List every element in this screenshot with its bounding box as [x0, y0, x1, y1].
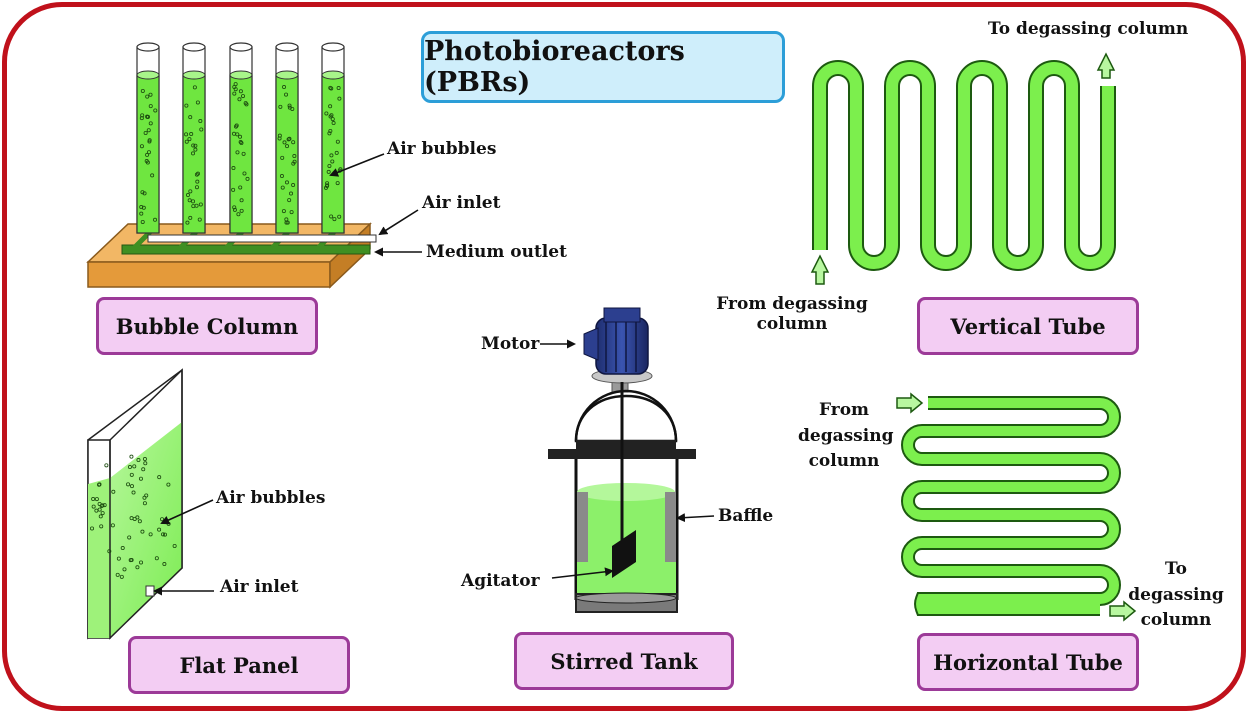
- vt-from-line1: From degassing: [716, 294, 868, 314]
- horizontal-tube-illustration: [896, 392, 1137, 622]
- flat-panel-side-culture: [88, 478, 110, 638]
- stirred-tank-illustration: [548, 307, 696, 613]
- ht-from-line2: degassing: [798, 425, 894, 446]
- medium-outlet-pipe: [121, 244, 371, 255]
- horizontal-tube: [903, 398, 1119, 614]
- arrow-air-bubbles-fp: [160, 499, 214, 525]
- vt-to-degassing-label: To degassing column: [988, 19, 1189, 39]
- bubble-column-tube: [275, 42, 299, 234]
- flat-panel-front: [109, 368, 183, 640]
- bubble-column-tube: [321, 42, 345, 234]
- bubble-column-base-front: [87, 261, 331, 288]
- fp-air-bubbles-label: Air bubbles: [216, 488, 326, 508]
- bubble-column-tube: [182, 42, 206, 234]
- tank-dome: [574, 394, 678, 442]
- horizontal-out-arrow: [1109, 600, 1137, 622]
- page-title: Photobioreactors (PBRs): [421, 31, 785, 103]
- motor-label: Motor: [481, 334, 540, 354]
- ht-from-degassing-label: From degassing column: [798, 398, 894, 475]
- bc-air-inlet-label: Air inlet: [422, 193, 501, 213]
- baffle-left: [577, 492, 588, 562]
- fp-air-inlet-label: Air inlet: [220, 577, 299, 597]
- horizontal-tube-label: Horizontal Tube: [917, 633, 1139, 691]
- vt-from-degassing-label: From degassing column: [712, 294, 872, 335]
- arrow-agitator: [551, 567, 614, 579]
- flat-panel-air-inlet: [145, 585, 155, 597]
- ht-to-line3: column: [1140, 610, 1212, 630]
- vertical-in-arrow: [810, 254, 830, 285]
- vertical-tube-label: Vertical Tube: [917, 297, 1139, 355]
- bubble-column-tube: [229, 42, 253, 234]
- bc-air-bubbles-label: Air bubbles: [387, 139, 497, 159]
- vertical-tube-illustration: [810, 52, 1116, 285]
- stirred-tank-label: Stirred Tank: [514, 632, 734, 690]
- agitator-blade: [612, 530, 636, 578]
- bubble-column-tube: [136, 42, 160, 234]
- baffle-right: [665, 492, 676, 562]
- motor-icon: [583, 307, 653, 393]
- ht-to-degassing-label: To degassing column: [1128, 557, 1224, 634]
- bc-medium-outlet-label: Medium outlet: [426, 242, 567, 262]
- vertical-tube: [814, 62, 1114, 269]
- agitator-label: Agitator: [461, 571, 540, 591]
- bubble-column-illustration: [86, 42, 377, 289]
- flat-panel-illustration: [87, 368, 183, 640]
- air-inlet-pipe: [147, 234, 377, 243]
- flat-panel-culture: [110, 422, 182, 638]
- flat-panel-bubbles: [90, 454, 177, 579]
- ht-from-line1: From: [818, 400, 870, 420]
- horizontal-in-arrow: [896, 392, 924, 414]
- flat-panel-label: Flat Panel: [128, 636, 350, 694]
- arrow-baffle: [676, 513, 715, 523]
- ht-to-line2: degassing: [1128, 584, 1224, 605]
- bubble-column-label: Bubble Column: [96, 297, 318, 355]
- arrow-air-bubbles-bc: [329, 153, 385, 177]
- baffle-label: Baffle: [718, 506, 774, 526]
- bubble-columns: [136, 42, 345, 234]
- vt-from-line2: column: [756, 314, 828, 335]
- vertical-out-arrow: [1096, 52, 1116, 79]
- ht-to-line1: To: [1164, 559, 1188, 579]
- pointer-arrows: [153, 153, 715, 596]
- ht-from-line3: column: [808, 451, 880, 471]
- arrow-air-inlet-bc: [378, 209, 419, 236]
